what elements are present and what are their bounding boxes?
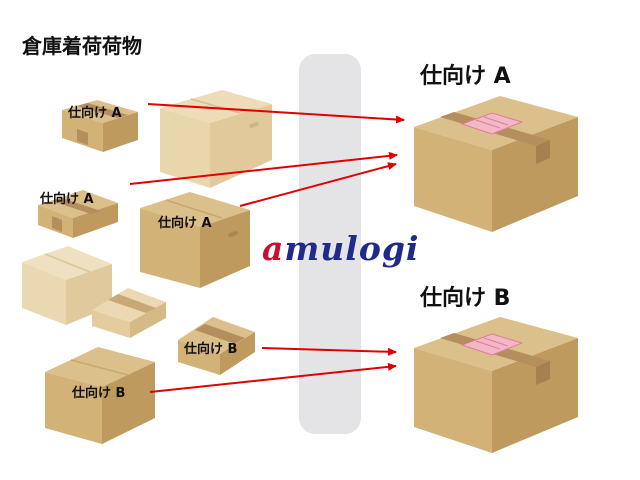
warehouse-box-1 [62, 100, 138, 152]
warehouse-box-large-top [160, 90, 272, 188]
arrow-box5-to-b [149, 362, 397, 393]
conveyor-belt [299, 54, 361, 434]
arrow-box2-to-a [129, 151, 398, 185]
box-1-label: 仕向け A [68, 106, 122, 121]
logo-first-letter: a [262, 229, 285, 268]
logo-rest-letters: mulogi [284, 229, 420, 268]
arrow-box3-to-a [239, 162, 397, 207]
routing-arrows [129, 103, 405, 393]
destination-b-label: 仕向け B [420, 286, 511, 311]
diagram-title: 倉庫着荷荷物 [22, 34, 142, 58]
box-5-label: 仕向け B [72, 386, 126, 401]
warehouse-box-5 [45, 347, 155, 444]
destination-a-label: 仕向け A [420, 64, 511, 89]
box-2-label: 仕向け A [40, 192, 94, 207]
arrow-box1-to-a [147, 103, 405, 124]
destination-box-a [414, 96, 578, 232]
box-3-label: 仕向け A [158, 216, 212, 231]
destination-box-b [414, 317, 578, 453]
box-4-label: 仕向け B [184, 342, 238, 357]
arrow-box4-to-b [261, 347, 397, 356]
amulogi-logo: amulogi [262, 232, 419, 265]
warehouse-box-3 [140, 192, 250, 288]
warehouse-box-4 [178, 317, 255, 375]
warehouse-box-flat [92, 288, 166, 338]
warehouse-box-2 [38, 190, 118, 238]
